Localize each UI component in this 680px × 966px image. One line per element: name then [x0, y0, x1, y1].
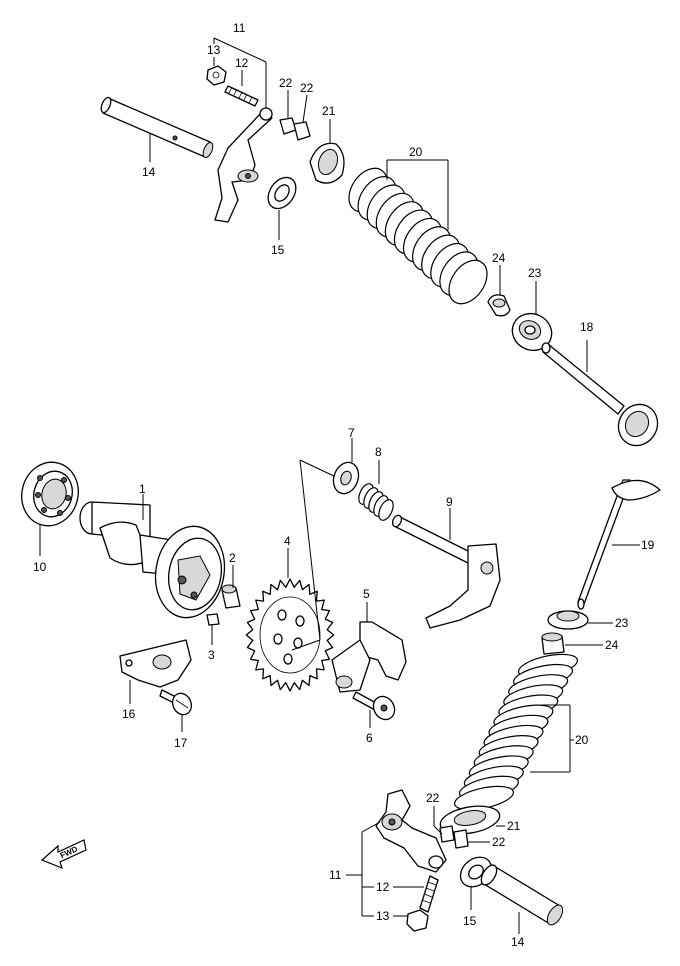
valve-cotter-top: [279, 117, 311, 141]
cam-sprocket: [245, 578, 335, 692]
decomp-washer: [332, 461, 360, 495]
callout-4: 4: [284, 534, 291, 548]
spring-seat-top: [511, 312, 553, 352]
adjusting-screw-bottom: [419, 875, 439, 913]
callout-22-top-b: 22: [300, 81, 314, 95]
callout-23-bot: 23: [615, 616, 629, 630]
callout-5: 5: [363, 587, 370, 601]
washer-top: [267, 176, 297, 210]
fwd-arrow-icon: FWD: [40, 839, 87, 870]
lock-nut-bottom: [406, 909, 429, 932]
intake-valve: [577, 479, 661, 610]
callout-24-top: 24: [492, 251, 506, 265]
spring-retainer-top: [309, 142, 345, 184]
callout-22-bot-b: 22: [492, 835, 506, 849]
valve-stem-seal-bottom: [541, 632, 565, 655]
callout-3: 3: [208, 648, 215, 662]
adjusting-screw-top: [224, 85, 259, 107]
callout-11-bot: 11: [329, 868, 342, 882]
callout-15-bot: 15: [463, 914, 477, 928]
decompression-shaft: [391, 514, 501, 629]
callout-7: 7: [348, 426, 355, 440]
callout-12-bot: 12: [376, 880, 390, 894]
cam-stopper-plate: [119, 639, 192, 688]
callout-21-bot: 21: [507, 819, 521, 833]
rocker-arm-shaft-top: [100, 96, 214, 159]
callout-14-top: 14: [142, 165, 156, 179]
callout-11-top: 11: [233, 21, 246, 35]
callout-10: 10: [33, 560, 47, 574]
callout-13-bot: 13: [376, 909, 390, 923]
camshaft: [79, 501, 226, 619]
rocker-arm-bottom: [375, 789, 447, 873]
cam-dowel-pin-small: [206, 613, 220, 626]
callout-16: 16: [122, 707, 136, 721]
decompression-lever: [331, 621, 407, 693]
callout-22-bot-a: 22: [426, 791, 440, 805]
callout-8: 8: [375, 445, 382, 459]
callout-20-bot: 20: [575, 733, 589, 747]
callout-6: 6: [366, 731, 373, 745]
camshaft-bearing: [21, 461, 79, 527]
valve-stem-seal-top: [487, 294, 511, 317]
valve-spring-bottom: [453, 653, 579, 811]
exhaust-valve-top: [541, 342, 659, 447]
valve-cotter-bottom: [439, 825, 469, 849]
lock-nut-top: [206, 65, 227, 86]
spring-seat-bottom: [547, 610, 589, 630]
callout-23-top: 23: [528, 266, 542, 280]
spring-retainer-bottom: [439, 805, 501, 835]
callout-1: 1: [139, 482, 146, 496]
callout-18: 18: [580, 320, 594, 334]
rocker-arm-shaft-bottom: [480, 864, 564, 926]
decomp-spring: [358, 483, 394, 521]
callout-20-top: 20: [409, 145, 423, 159]
callout-2: 2: [229, 551, 236, 565]
rocker-arm-top: [214, 107, 273, 223]
callout-19: 19: [641, 538, 655, 552]
callout-9: 9: [446, 495, 453, 509]
callout-12-top: 12: [235, 56, 249, 70]
callout-24-bot: 24: [605, 638, 619, 652]
callout-14-bot: 14: [511, 935, 525, 949]
callout-17: 17: [174, 736, 188, 750]
callout-21-top: 21: [322, 104, 336, 118]
cam-dowel-pin-large: [221, 584, 241, 609]
callout-13-top: 13: [207, 43, 221, 57]
callout-15-top: 15: [271, 243, 285, 257]
stopper-screw: [159, 689, 193, 716]
valve-spring-top: [348, 167, 488, 305]
callout-22-top-a: 22: [279, 76, 293, 90]
lever-bolt: [352, 691, 396, 721]
